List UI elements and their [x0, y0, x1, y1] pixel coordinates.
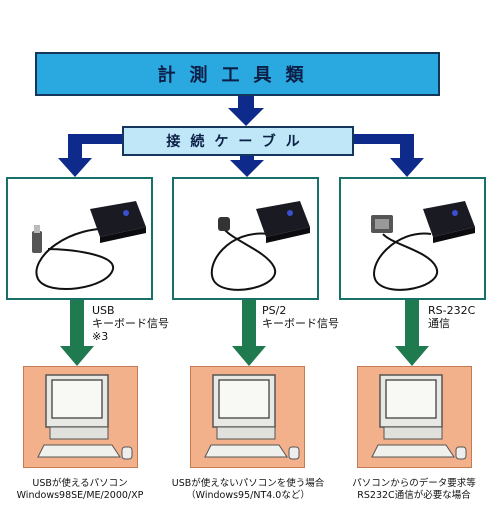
measuring-tools-box: 計測工具類 [35, 52, 440, 96]
cable-panel-ps2 [172, 177, 319, 300]
measuring-tools-label: 計測工具類 [157, 65, 318, 86]
computer-icon [371, 374, 467, 460]
connection-cable-box: 接続ケーブル [122, 126, 354, 156]
arrow-green-right [395, 300, 429, 366]
computer-icon [37, 374, 133, 460]
computer-icon [204, 374, 300, 460]
pc-panel-center [190, 366, 305, 468]
arrow-green-center [232, 300, 266, 366]
arrow-branch-right [354, 134, 424, 177]
pc-panel-right [357, 366, 472, 468]
caption-center: USBが使えないパソコンを使う場合（Windows95/NT4.0など） [171, 478, 325, 501]
arrow-green-left [60, 300, 94, 366]
connection-cable-label: 接続ケーブル [166, 134, 310, 150]
arrow-branch-center [230, 156, 264, 177]
arrow-top-to-cable [228, 96, 264, 126]
usb-cable-icon [32, 201, 146, 290]
cable-panel-usb [6, 177, 153, 300]
pc-panel-left [23, 366, 138, 468]
cable-panel-rs232c [339, 177, 486, 300]
arrow-branch-left [58, 134, 124, 177]
rs232c-cable-icon [371, 201, 475, 291]
ps2-cable-icon [210, 201, 310, 291]
